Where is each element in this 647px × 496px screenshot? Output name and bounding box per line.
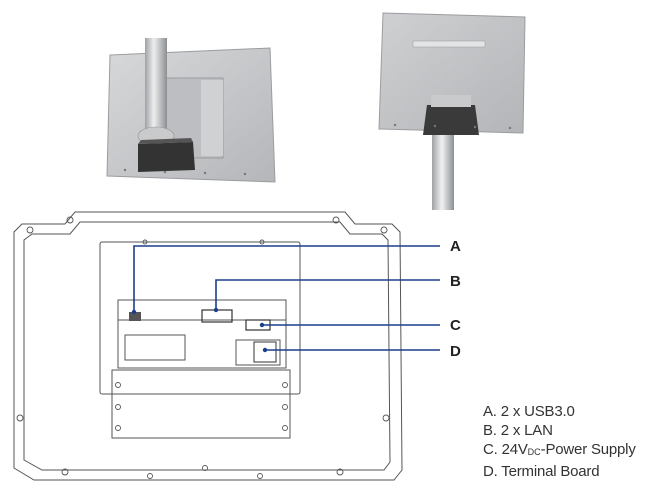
terminal-board xyxy=(253,341,277,363)
legend-item-power: C. 24VDC-Power Supply xyxy=(483,440,647,462)
port-legend: A. 2 x USB3.0 B. 2 x LAN C. 24VDC-Power … xyxy=(483,402,647,481)
legend-power-subscript: DC xyxy=(527,447,541,457)
legend-power-prefix: C. 24V xyxy=(483,441,528,458)
callout-line-a xyxy=(133,245,440,312)
callout-label-c: C xyxy=(450,317,461,334)
legend-power-suffix: -Power Supply xyxy=(540,441,636,458)
legend-item-lan: B. 2 x LAN xyxy=(483,422,553,439)
callout-label-a: A xyxy=(450,238,461,255)
legend-item-usb: A. 2 x USB3.0 xyxy=(483,403,575,420)
legend-item-terminal: D. Terminal Board xyxy=(483,463,600,480)
callout-label-d: D xyxy=(450,343,461,360)
rear-panel-drawing: A B C D xyxy=(13,211,461,481)
callout-label-b: B xyxy=(450,273,461,290)
photo-top-mount xyxy=(106,38,276,183)
photo-bottom-mount xyxy=(378,12,526,210)
usb-port xyxy=(129,312,141,321)
callout-line-b xyxy=(215,279,440,310)
